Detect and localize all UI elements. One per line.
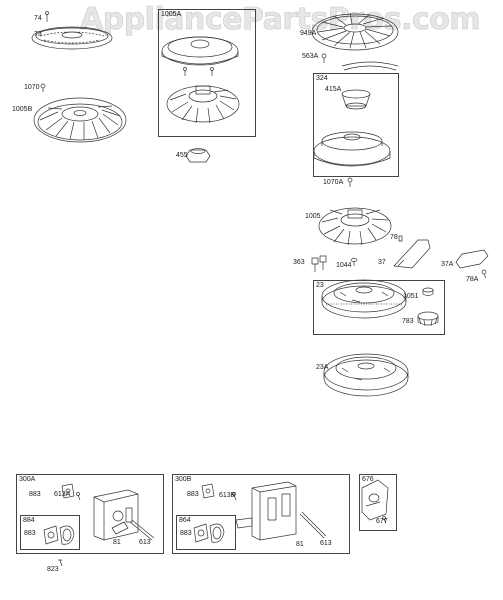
part-label-415A: 415A bbox=[325, 86, 342, 93]
cup-415A bbox=[342, 90, 370, 109]
assembly-label-676: 676 bbox=[362, 476, 374, 483]
assembly-box-324: 324 bbox=[313, 73, 399, 177]
grille-949A bbox=[312, 13, 398, 50]
bolt-613a bbox=[130, 520, 154, 540]
screw-1070A-icon bbox=[348, 178, 352, 187]
assembly-box-300A: 300A bbox=[16, 474, 164, 554]
part-label-81a: 81 bbox=[113, 539, 121, 546]
part-label-613B: 613B bbox=[219, 492, 236, 499]
blower-housing-324 bbox=[314, 132, 390, 166]
assembly-label-23: 23 bbox=[316, 282, 324, 289]
screw-563A-icon bbox=[322, 54, 326, 63]
part-label-613A: 613A bbox=[54, 491, 71, 498]
flywheel-cover-1005A bbox=[162, 37, 239, 123]
flywheel-fan-1005B bbox=[34, 98, 126, 142]
bolt-613b bbox=[300, 512, 326, 538]
part-label-563A: 563A bbox=[302, 53, 319, 60]
part-label-823: 823 bbox=[47, 566, 59, 573]
part-label-1051: 1051 bbox=[403, 293, 419, 300]
assembly-box-676: 676 bbox=[359, 474, 397, 531]
bracket-81b bbox=[236, 518, 252, 528]
part-label-37A: 37A bbox=[441, 261, 454, 268]
rotating-screen-73 bbox=[32, 27, 112, 49]
screw-78A-icon bbox=[482, 270, 486, 278]
part-label-1044: 1044 bbox=[336, 262, 352, 269]
part-label-74: 74 bbox=[34, 15, 42, 22]
part-label-783: 783 bbox=[402, 318, 414, 325]
assembly-label-300B: 300B bbox=[175, 476, 192, 483]
starter-cup-783 bbox=[418, 312, 438, 326]
part-label-949A: 949A bbox=[300, 30, 317, 37]
flywheel-fan-1005 bbox=[319, 208, 391, 245]
part-label-78A: 78A bbox=[466, 276, 479, 283]
ring-plate bbox=[342, 62, 398, 70]
assembly-label-300A: 300A bbox=[19, 476, 36, 483]
assembly-label-324: 324 bbox=[316, 75, 328, 82]
gasket-883-icon bbox=[62, 484, 74, 498]
watermark: AppliancePartsPros.com bbox=[80, 2, 481, 38]
part-label-1070: 1070 bbox=[24, 84, 40, 91]
screw-613B-icon bbox=[233, 493, 237, 501]
part-label-37: 37 bbox=[378, 259, 386, 266]
assembly-box-884: 884 bbox=[20, 515, 80, 550]
part-label-883d: 883 bbox=[180, 530, 192, 537]
part-label-81b: 81 bbox=[296, 541, 304, 548]
bracket-81a bbox=[112, 522, 128, 534]
flywheel-23A bbox=[324, 354, 408, 396]
muffler-300A bbox=[94, 490, 138, 540]
assembly-box-1005A: 1005A bbox=[158, 9, 256, 137]
bracket-37A bbox=[456, 250, 488, 268]
nut-1051-icon bbox=[423, 288, 433, 296]
assembly-box-23: 23 bbox=[313, 280, 445, 335]
part-label-1070A: 1070A bbox=[323, 179, 344, 186]
part-label-883a: 883 bbox=[29, 491, 41, 498]
assembly-box-864: 864 bbox=[176, 515, 236, 550]
gasket-883b-icon bbox=[202, 484, 214, 498]
flange-864 bbox=[194, 524, 224, 542]
screw-823-icon bbox=[58, 560, 62, 566]
flange-884 bbox=[44, 526, 74, 544]
assembly-label-884: 884 bbox=[23, 517, 35, 524]
part-label-73: 73 bbox=[34, 31, 42, 38]
screw-74-icon bbox=[46, 12, 49, 23]
part-label-883c: 883 bbox=[187, 491, 199, 498]
part-label-613b: 613 bbox=[320, 540, 332, 547]
assembly-label-864: 864 bbox=[179, 517, 191, 524]
screw-1070-icon bbox=[41, 84, 45, 92]
screw-677-icon bbox=[383, 517, 387, 524]
key-78-icon bbox=[399, 236, 402, 241]
part-label-613a: 613 bbox=[139, 539, 151, 546]
assembly-label-1005A: 1005A bbox=[161, 11, 182, 18]
part-label-1005B: 1005B bbox=[12, 106, 33, 113]
part-label-363: 363 bbox=[293, 259, 305, 266]
nut-455 bbox=[186, 149, 210, 163]
muffler-300B bbox=[252, 482, 296, 540]
assembly-box-300B: 300B bbox=[172, 474, 350, 554]
bolt-363-icon bbox=[312, 256, 326, 272]
part-label-1005: 1005 bbox=[305, 213, 321, 220]
washer-1044-icon bbox=[351, 259, 357, 267]
flywheel-23 bbox=[322, 280, 406, 318]
part-label-78: 78 bbox=[390, 234, 398, 241]
part-label-455: 455 bbox=[176, 152, 188, 159]
bracket-37 bbox=[394, 240, 430, 268]
screw-613A-icon bbox=[77, 493, 81, 501]
part-label-23A: 23A bbox=[316, 364, 329, 371]
part-label-677: 677 bbox=[376, 518, 388, 525]
guard-676 bbox=[362, 480, 388, 520]
part-label-883b: 883 bbox=[24, 530, 36, 537]
